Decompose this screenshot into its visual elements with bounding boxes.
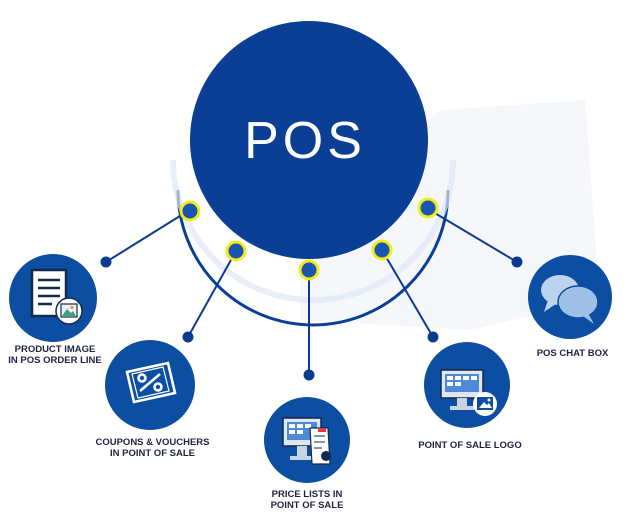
feature-label-pos-logo: POINT OF SALE LOGO [410,440,530,451]
feature-label-line: POINT OF SALE LOGO [418,440,522,451]
connector-dot-pos-logo [427,331,439,343]
document-image-icon [30,268,83,325]
ring-node-5 [417,197,439,219]
feature-chat-box[interactable] [528,255,612,339]
pos-hub-title: POS [244,112,366,170]
pos-hub-circle [190,21,428,259]
chat-bubbles-icon [541,275,599,324]
ring-node-1 [179,200,201,222]
feature-pos-logo[interactable] [424,342,510,428]
price-list-terminal-icon [282,417,331,465]
ring-node-3 [298,259,320,281]
ring-node-4 [371,239,393,261]
pos-terminal-logo-icon [440,369,497,416]
feature-label-line: IN POS ORDER LINE [8,355,102,366]
feature-coupons[interactable] [105,340,195,430]
feature-label-price-lists: PRICE LISTS IN POINT OF SALE [257,489,357,511]
feature-label-line: PRICE LISTS IN [271,489,343,500]
feature-label-product-image: PRODUCT IMAGE IN POS ORDER LINE [0,344,110,366]
feature-label-line: POS CHAT BOX [536,348,609,359]
feature-product-image[interactable] [9,254,97,342]
connector-chat-box [427,208,518,263]
feature-label-line: POINT OF SALE [270,500,344,511]
feature-label-line: PRODUCT IMAGE [14,344,96,355]
feature-label-coupons: COUPONS & VOUCHERS IN POINT OF SALE [90,437,215,459]
connectors [100,208,523,381]
connector-dot-price-lists [303,369,315,381]
connector-dot-product-image [100,256,112,268]
hub-ring-glow [170,159,456,303]
hub-ring-arc [176,189,450,327]
feature-node-coupons [105,340,195,430]
connector-dot-coupons [182,331,194,343]
ring-nodes [179,197,439,281]
feature-price-lists[interactable] [264,397,350,483]
connector-dot-chat-box [511,256,523,268]
connector-coupons [187,250,237,338]
background-panel [300,100,600,330]
coupon-percent-icon [125,361,177,404]
connector-product-image [105,210,189,263]
feature-label-line: COUPONS & VOUCHERS [95,437,210,448]
feature-label-chat-box: POS CHAT BOX [525,348,620,359]
ring-node-2 [225,240,247,262]
feature-label-line: IN POINT OF SALE [110,448,195,459]
connector-pos-logo [381,249,434,338]
